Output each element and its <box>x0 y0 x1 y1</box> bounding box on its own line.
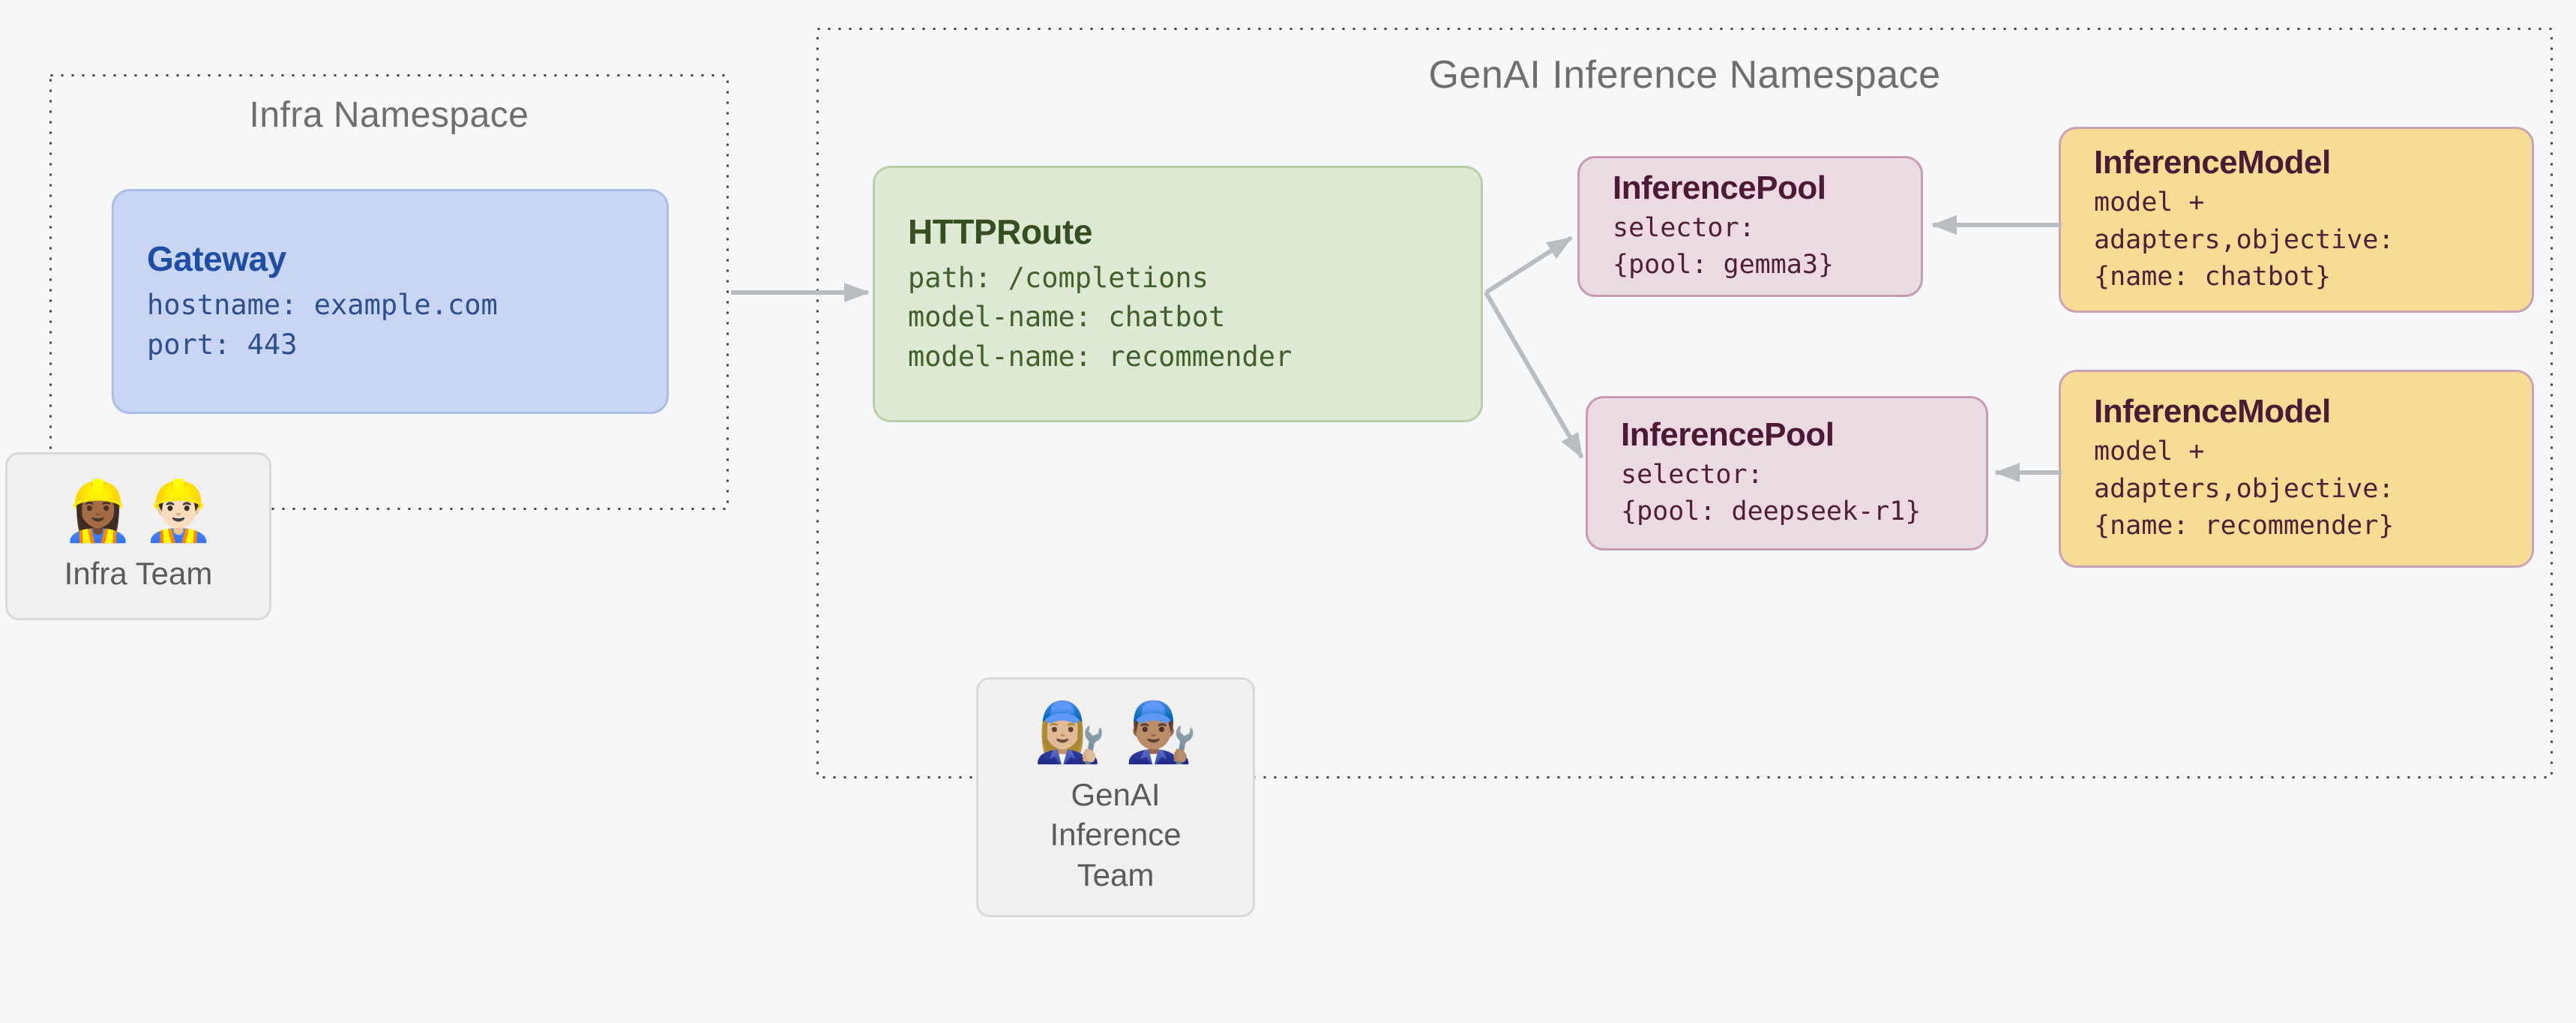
genai-team-label: GenAI Inference Team <box>1050 776 1182 892</box>
model-chatbot-model-line: model + <box>2094 187 2205 218</box>
model-chatbot-adapters-line: adapters,objective: <box>2094 224 2395 255</box>
inference-pool-gemma3-title: InferencePool <box>1613 169 1826 206</box>
inference-model-recommender-title: InferenceModel <box>2094 393 2331 430</box>
inference-model-recommender-card: InferenceModel model + adapters,objectiv… <box>2059 370 2534 568</box>
httproute-card: HTTPRoute path: /completions model-name:… <box>873 166 1483 422</box>
woman-construction-worker-emoji: 👷🏾‍♀️ <box>61 478 135 546</box>
httproute-path-line: path: /completions <box>908 261 1209 294</box>
inference-pool-deepseek-title: InferencePool <box>1621 416 1835 453</box>
gateway-port-line: port: 443 <box>147 328 298 361</box>
gateway-title: Gateway <box>147 238 286 278</box>
httproute-title: HTTPRoute <box>908 212 1092 251</box>
genai-team-emoji-row: 👩🏼‍🔧 👨🏽‍🔧 <box>1033 699 1198 767</box>
genai-namespace-title: GenAI Inference Namespace <box>1428 53 1941 97</box>
model-recommender-model-line: model + <box>2094 436 2205 466</box>
infra-team-emoji-row: 👷🏾‍♀️ 👷🏻‍♂️ <box>61 478 214 546</box>
model-recommender-adapters-line: adapters,objective: <box>2094 473 2395 504</box>
gateway-card: Gateway hostname: example.com port: 443 <box>112 189 669 414</box>
pool-deepseek-value-line: {pool: deepseek-r1} <box>1621 496 1922 527</box>
httproute-model-chatbot-line: model-name: chatbot <box>908 301 1226 334</box>
infra-team-label: Infra Team <box>64 556 213 592</box>
infra-namespace-title: Infra Namespace <box>249 95 529 135</box>
inference-pool-gemma3-card: InferencePool selector: {pool: gemma3} <box>1577 156 1923 297</box>
model-recommender-name-line: {name: recommender} <box>2094 511 2395 542</box>
genai-team-card: 👩🏼‍🔧 👨🏽‍🔧 GenAI Inference Team <box>976 677 1255 917</box>
pool-gemma3-selector-line: selector: <box>1613 212 1755 243</box>
man-mechanic-emoji: 👨🏽‍🔧 <box>1125 699 1198 767</box>
httproute-to-pool-deepseek-arrow <box>1484 291 1584 459</box>
inference-pool-deepseek-card: InferencePool selector: {pool: deepseek-… <box>1586 396 1988 550</box>
woman-mechanic-emoji: 👩🏼‍🔧 <box>1033 699 1107 767</box>
httproute-to-pool-gemma3-arrow <box>1484 236 1573 295</box>
inference-model-chatbot-title: InferenceModel <box>2094 144 2331 182</box>
gateway-hostname-line: hostname: example.com <box>147 289 498 322</box>
pool-deepseek-selector-line: selector: <box>1621 459 1763 490</box>
man-construction-worker-emoji: 👷🏻‍♂️ <box>142 478 215 546</box>
inference-model-chatbot-card: InferenceModel model + adapters,objectiv… <box>2059 127 2534 313</box>
pool-gemma3-value-line: {pool: gemma3} <box>1613 250 1835 280</box>
httproute-model-recommender-line: model-name: recommender <box>908 340 1292 373</box>
infra-team-card: 👷🏾‍♀️ 👷🏻‍♂️ Infra Team <box>5 452 271 620</box>
model-chatbot-name-line: {name: chatbot} <box>2094 262 2332 292</box>
